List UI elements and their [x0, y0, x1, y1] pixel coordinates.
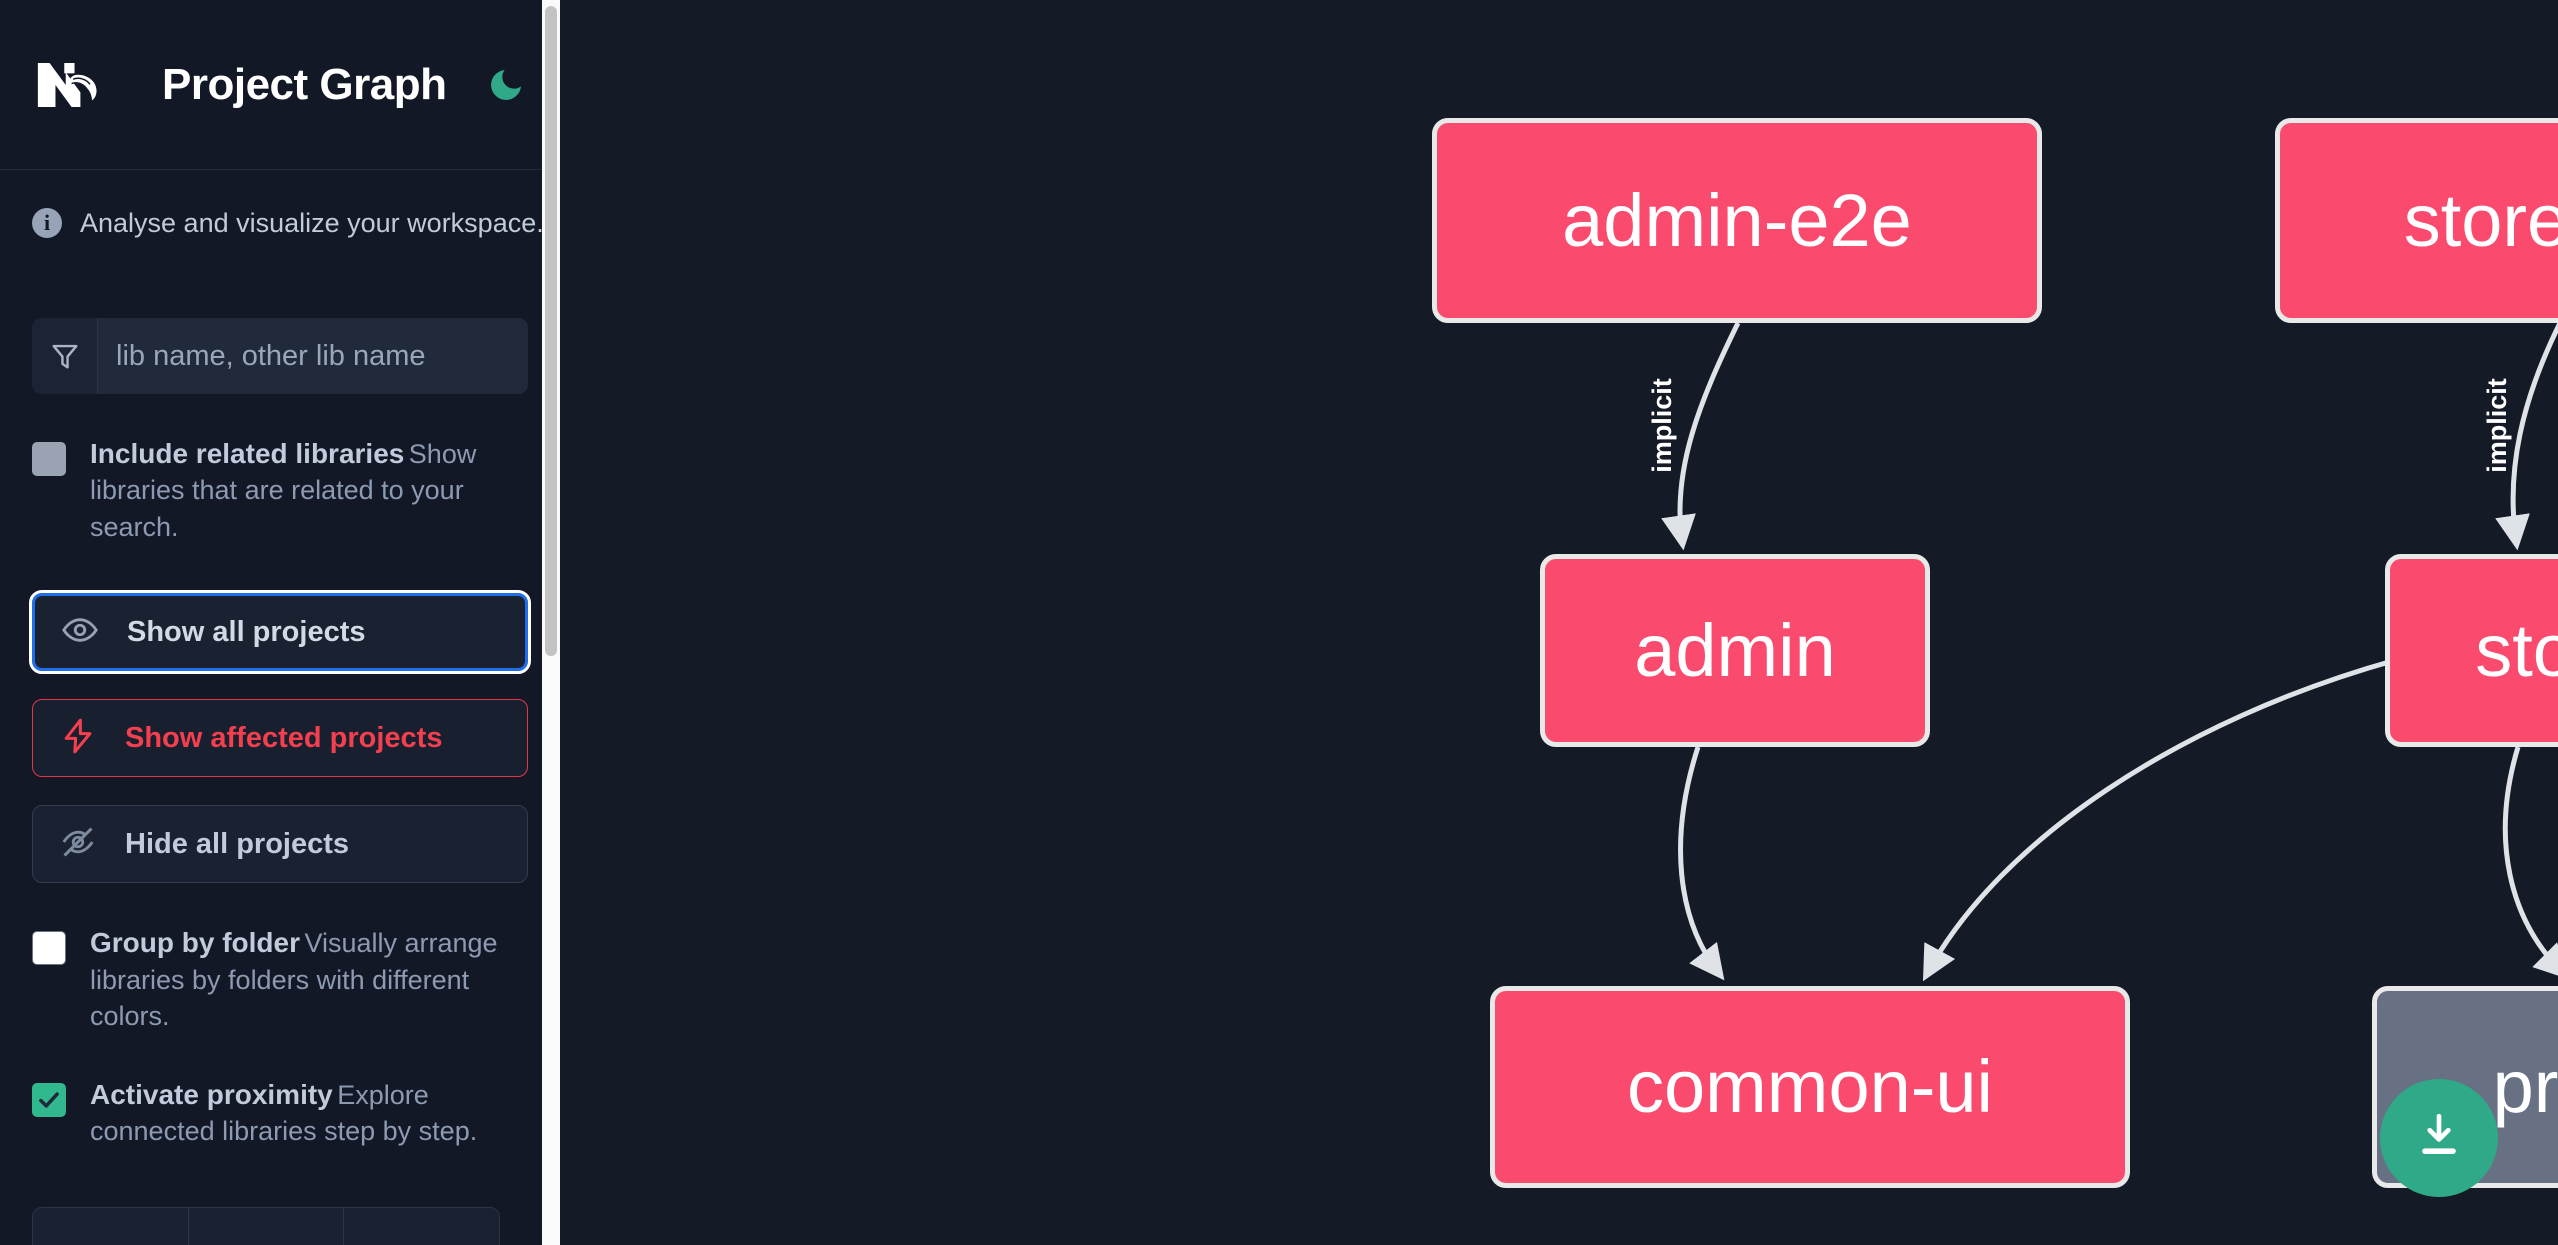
project-action-buttons: Show all projects Show affected projects	[29, 590, 531, 884]
checkbox-group-by-folder[interactable]: Group by folder Visually arrange librari…	[32, 925, 528, 1034]
proximity-step-decrease[interactable]	[33, 1208, 189, 1245]
funnel-filter-icon	[32, 318, 98, 394]
edge-store-to-products	[2502, 746, 2558, 980]
proximity-step-value[interactable]	[188, 1208, 345, 1245]
graph-node-admin-e2e-label: admin-e2e	[1562, 178, 1912, 262]
sidebar: Project Graph i Analyse and visualize yo…	[0, 0, 560, 1245]
checkbox-activate-proximity-label: Activate proximity	[90, 1078, 333, 1110]
graph-node-products-label: products	[2492, 1045, 2558, 1128]
proximity-step-increase[interactable]	[344, 1208, 499, 1245]
checkbox-include-related-libraries-box[interactable]	[32, 442, 66, 476]
edge-admin-e2e-to-admin	[1661, 321, 1741, 551]
show-affected-projects-button[interactable]: Show affected projects	[32, 699, 528, 778]
graph-node-store[interactable]: store	[2385, 554, 2558, 747]
download-icon	[2411, 1108, 2467, 1169]
edge-admin-to-common-ui	[1678, 746, 1725, 981]
sidebar-header: Project Graph	[0, 0, 560, 170]
checkbox-activate-proximity[interactable]: Activate proximity Explore connected lib…	[32, 1077, 528, 1150]
checkbox-group-by-folder-label: Group by folder	[90, 927, 300, 959]
page-title: Project Graph	[162, 59, 447, 109]
proximity-step-buttons[interactable]	[32, 1207, 500, 1245]
checkbox-include-related-libraries-description: Show libraries that are related to your …	[90, 439, 477, 542]
search-input[interactable]	[98, 318, 528, 394]
nx-logo-icon	[32, 55, 120, 115]
edge-label-implicit-admin: implicit	[1646, 378, 1677, 473]
sidebar-scrollbar[interactable]	[542, 0, 560, 1245]
show-affected-projects-label: Show affected projects	[125, 721, 443, 754]
eye-off-icon	[59, 823, 97, 866]
tagline-text: Analyse and visualize your workspace.	[80, 207, 544, 238]
show-all-projects-button[interactable]: Show all projects	[29, 590, 531, 675]
moon-icon[interactable]	[484, 63, 528, 107]
sidebar-scrollbar-thumb[interactable]	[545, 6, 557, 656]
checkbox-include-related-libraries-label: Include related libraries	[90, 438, 405, 469]
edge-label-implicit-store: implicit	[2481, 378, 2512, 473]
eye-icon	[61, 611, 99, 654]
project-graph-canvas[interactable]: implicit implicit admin-e2e store-e2e ad…	[560, 0, 2558, 1245]
checkbox-activate-proximity-box[interactable]	[32, 1082, 66, 1117]
checkbox-activate-proximity-description: Explore connected libraries step by step…	[90, 1079, 478, 1147]
show-all-projects-label: Show all projects	[127, 615, 366, 648]
graph-edges	[1661, 321, 2558, 982]
hide-all-projects-button[interactable]: Hide all projects	[32, 805, 528, 884]
checkbox-include-related-libraries[interactable]: Include related libraries Show libraries…	[32, 436, 528, 545]
checkbox-group-by-folder-box[interactable]	[32, 931, 66, 966]
sidebar-body: i Analyse and visualize your workspace. …	[0, 170, 560, 1150]
edge-store-to-common-ui	[1922, 657, 2397, 982]
graph-node-admin-label: admin	[1634, 608, 1836, 692]
graph-node-store-e2e[interactable]: store-e2e	[2275, 118, 2558, 323]
checkbox-group-by-folder-description: Visually arrange libraries by folders wi…	[90, 928, 498, 1032]
graph-node-common-ui-label: common-ui	[1627, 1045, 1993, 1128]
graph-node-admin-e2e[interactable]: admin-e2e	[1432, 118, 2042, 323]
info-icon: i	[32, 208, 62, 238]
edge-store-e2e-to-store	[2495, 321, 2558, 551]
hide-all-projects-label: Hide all projects	[125, 827, 350, 860]
graph-node-common-ui[interactable]: common-ui	[1490, 986, 2130, 1188]
lightning-bolt-icon	[59, 717, 97, 760]
graph-node-admin[interactable]: admin	[1540, 554, 1930, 747]
download-image-button[interactable]	[2380, 1079, 2498, 1197]
graph-node-store-e2e-label: store-e2e	[2403, 178, 2558, 262]
tagline: i Analyse and visualize your workspace.	[32, 170, 544, 276]
graph-node-store-label: store	[2475, 608, 2558, 692]
search-filter	[32, 318, 528, 394]
